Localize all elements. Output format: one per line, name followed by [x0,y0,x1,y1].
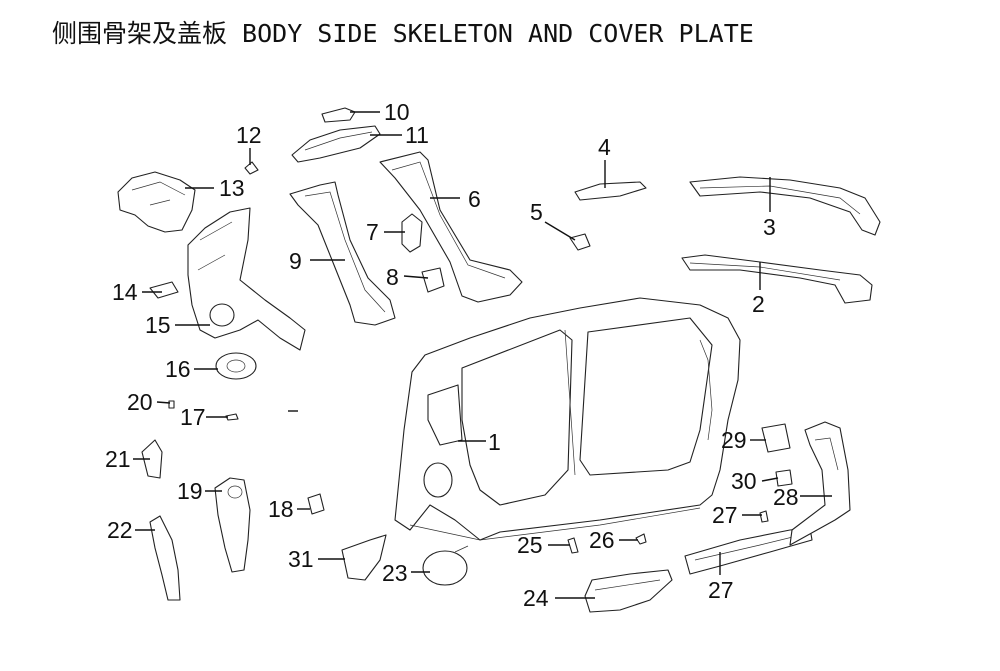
leader-lines [133,111,832,599]
part-23-fuel-door [422,545,469,586]
callout-11: 11 [405,122,429,148]
callout-21: 21 [105,446,131,472]
part-2-roof-rail-lower [681,254,873,304]
part-17-fastener [225,413,239,421]
callout-16: 16 [165,356,191,382]
part-5-clip [569,233,591,251]
callout-8: 8 [386,264,399,290]
part-11-header-rail [291,125,381,163]
part-13-reinforcement [117,171,196,233]
callout-1: 1 [488,429,501,455]
callout-20: 20 [127,389,153,415]
part-3-roof-rail-upper [689,176,881,236]
callout-10: 10 [384,99,410,125]
part-31-cover-plate [341,534,387,581]
part-9-b-pillar [289,181,396,326]
callout-2: 2 [752,291,765,317]
callout-27-upper: 27 [712,502,738,528]
part-27-clip [759,510,769,523]
callout-18: 18 [268,496,294,522]
part-7-bracket [401,213,423,253]
callout-22: 22 [107,517,133,543]
part-26-clip [635,533,647,545]
callout-29: 29 [721,427,747,453]
part-8-bracket [421,267,445,293]
part-24-sill [584,569,673,613]
callout-7: 7 [366,219,379,245]
part-4-bracket [574,181,647,201]
callout-15: 15 [145,312,171,338]
part-1-body-side-panel [394,297,741,541]
part-16-fuel-housing [215,352,257,380]
part-15-wheelhouse [187,207,306,351]
callout-23: 23 [382,560,408,586]
callout-25: 25 [517,532,543,558]
callout-3: 3 [763,214,776,240]
callout-labels: 1 2 3 4 5 6 7 8 9 10 11 12 13 14 15 16 1… [105,99,799,611]
callout-4: 4 [598,134,611,160]
callout-30: 30 [731,468,757,494]
part-25-clip [567,537,579,554]
diagram-title: 侧围骨架及盖板 BODY SIDE SKELETON AND COVER PLA… [52,19,754,48]
callout-26: 26 [589,527,615,553]
callout-17: 17 [180,404,206,430]
callout-27-lower: 27 [708,577,734,603]
part-21-bracket [141,439,163,479]
part-28-rear-pillar [789,421,851,546]
callout-9: 9 [289,248,302,274]
part-20-fastener [168,400,175,409]
part-30-bracket [775,469,793,487]
part-22-pillar-lower [149,515,181,601]
part-29-bracket [761,423,791,453]
part-6-pillar [379,151,523,303]
part-12-clip [244,161,259,175]
part-19-pillar-lower [214,477,251,573]
callout-12: 12 [236,122,262,148]
callout-31: 31 [288,546,314,572]
part-14-bracket [149,281,179,299]
callout-14: 14 [112,279,138,305]
callout-5: 5 [530,199,543,225]
callout-6: 6 [468,186,481,212]
callout-19: 19 [177,478,203,504]
callout-13: 13 [219,175,245,201]
part-27-sill-lower [684,527,813,575]
callout-24: 24 [523,585,549,611]
callout-28: 28 [773,484,799,510]
part-18-block [307,493,325,515]
part-10-plate [321,107,356,123]
